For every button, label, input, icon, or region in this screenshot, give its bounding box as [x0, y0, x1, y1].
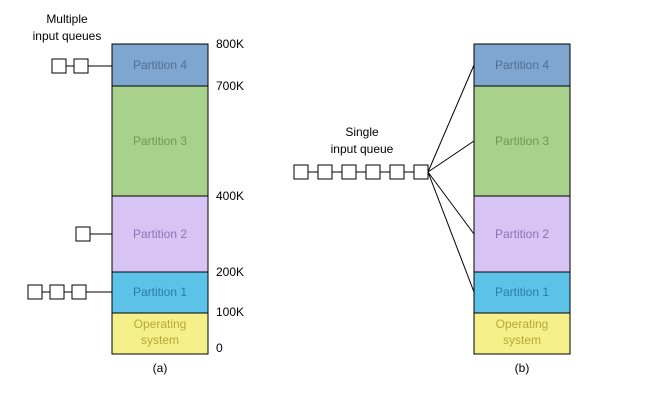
os-label-line2: system — [141, 333, 179, 347]
partition-2-queue — [75, 226, 112, 242]
queue-fanout-lines — [427, 64, 475, 293]
partition-1-queue — [27, 284, 112, 300]
queue-slot — [389, 164, 405, 180]
line-to-partition-4 — [427, 64, 475, 173]
address-label-100k: 100K — [216, 305, 244, 319]
partition-3-label: Partition 3 — [133, 134, 187, 148]
line-to-partition-1 — [427, 171, 475, 293]
queue-slot — [73, 58, 89, 74]
queue-slot — [293, 164, 309, 180]
partition-4-block — [473, 43, 571, 87]
partition-4-queue — [51, 58, 112, 74]
line-to-partition-3 — [427, 140, 475, 173]
address-label-700k: 700K — [216, 79, 244, 93]
partition-2-label: Partition 2 — [495, 227, 549, 241]
partition-3-label: Partition 3 — [495, 134, 549, 148]
diagram-a: Multiple input queues Partition 4 Partit… — [27, 12, 244, 375]
single-queue-label-line2: input queue — [331, 142, 394, 156]
multiple-queues-label-line2: input queues — [33, 29, 102, 43]
address-label-800k: 800K — [216, 37, 244, 51]
queue-slot — [49, 284, 65, 300]
os-label-line1: Operating — [134, 317, 187, 331]
partition-2-block — [473, 195, 571, 273]
partition-4-label: Partition 4 — [133, 58, 187, 72]
os-label-line1: Operating — [496, 317, 549, 331]
single-queue-label-line1: Single — [345, 125, 379, 139]
single-input-queue — [293, 164, 429, 180]
partition-1-label: Partition 1 — [133, 285, 187, 299]
address-label-400k: 400K — [216, 189, 244, 203]
queue-slot — [51, 58, 67, 74]
address-label-200k: 200K — [216, 265, 244, 279]
line-to-partition-2 — [427, 171, 475, 235]
partition-3-block — [473, 85, 571, 197]
queue-slot — [341, 164, 357, 180]
os-block — [111, 312, 209, 355]
os-label-line2: system — [503, 333, 541, 347]
partition-1-block — [111, 271, 209, 314]
partition-1-label: Partition 1 — [495, 285, 549, 299]
caption-b: (b) — [515, 361, 530, 375]
partition-3-block — [111, 85, 209, 197]
queue-slot — [317, 164, 333, 180]
os-block — [473, 312, 571, 355]
queue-slot — [413, 164, 429, 180]
partition-2-block — [111, 195, 209, 273]
multiple-queues-label-line1: Multiple — [46, 12, 88, 26]
address-label-0: 0 — [216, 341, 223, 355]
diagram-b: Partition 4 Partition 3 Partition 2 Part… — [293, 43, 571, 375]
queue-slot — [75, 226, 91, 242]
queue-slot — [365, 164, 381, 180]
queue-slot — [27, 284, 43, 300]
caption-a: (a) — [153, 361, 168, 375]
partition-2-label: Partition 2 — [133, 227, 187, 241]
partition-4-label: Partition 4 — [495, 58, 549, 72]
partition-4-block — [111, 43, 209, 87]
queue-slot — [71, 284, 87, 300]
